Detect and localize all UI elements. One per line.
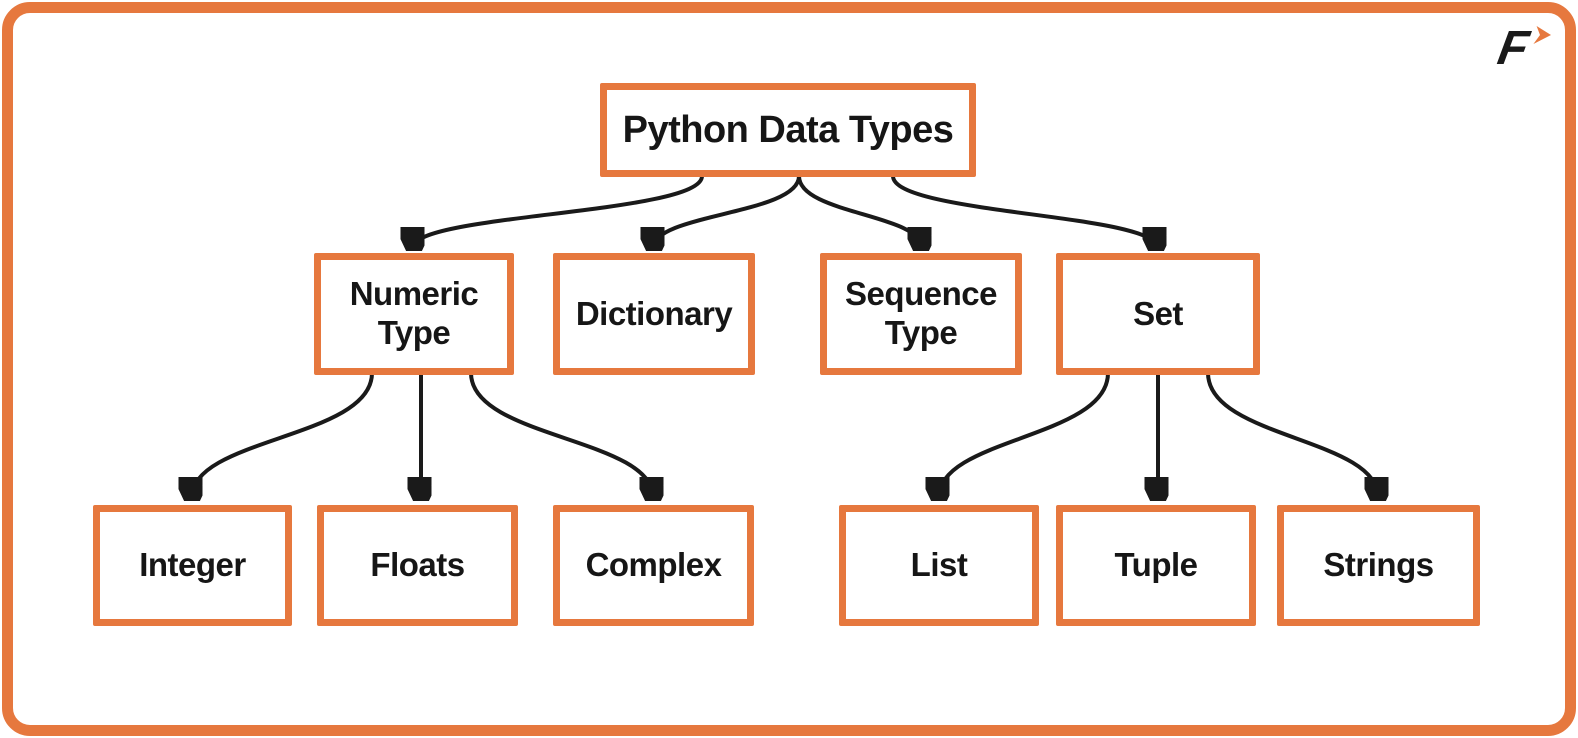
edge-set-to-list [939,371,1110,497]
node-dictionary: Dictionary [553,253,755,375]
edge-numeric-to-complex [469,371,653,497]
node-set: Set [1056,253,1260,375]
node-tuple: Tuple [1056,505,1256,626]
edge-numeric-to-integer [192,371,374,497]
node-complex: Complex [553,505,754,626]
edge-root-to-dictionary [654,174,801,247]
node-sequence-type: Sequence Type [820,253,1022,375]
node-python-data-types: Python Data Types [600,83,976,177]
logo-chevron-icon [1533,26,1552,44]
edge-root-to-set [891,174,1156,247]
edge-root-to-sequence-type [797,174,921,247]
node-list: List [839,505,1039,626]
edge-set-to-strings [1206,371,1378,497]
logo-letter: F [1494,21,1534,75]
edge-root-to-numeric-type [414,174,704,247]
node-integer: Integer [93,505,292,626]
brand-logo: F [1494,21,1552,75]
node-floats: Floats [317,505,518,626]
node-strings: Strings [1277,505,1480,626]
node-numeric-type: Numeric Type [314,253,514,375]
